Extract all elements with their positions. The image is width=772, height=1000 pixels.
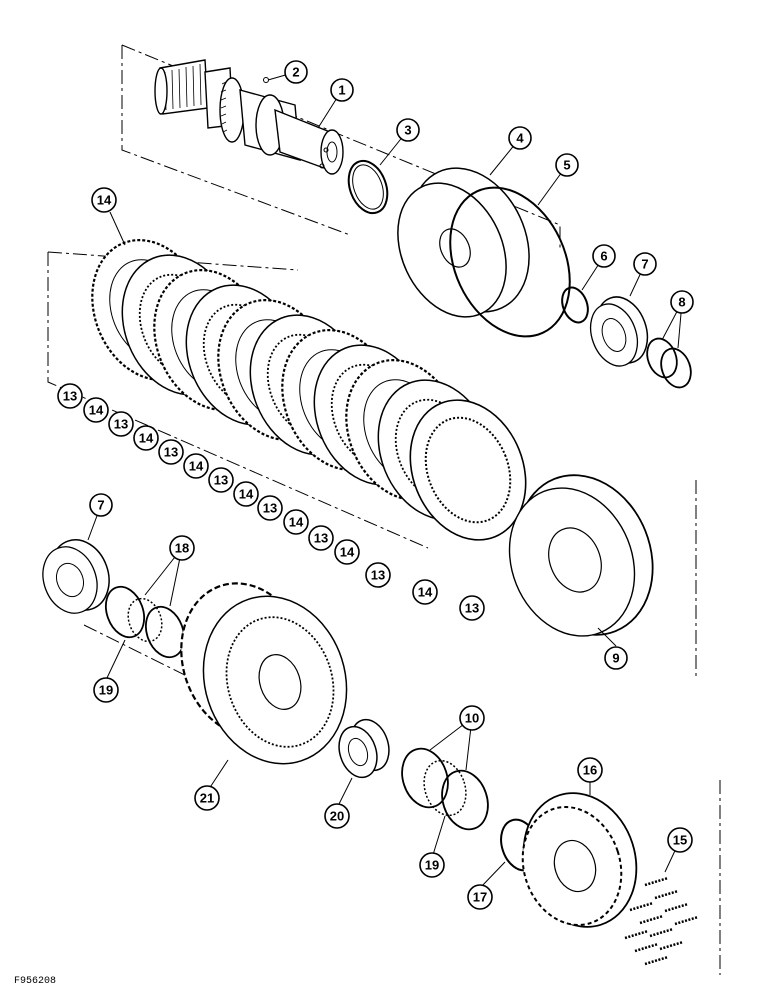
clutch-disc-pack xyxy=(91,239,527,541)
callout-13: 13 xyxy=(108,411,134,437)
callout-label: 13 xyxy=(63,389,77,404)
callout-label: 20 xyxy=(330,809,344,824)
callout-label: 14 xyxy=(239,487,254,502)
callout-label: 3 xyxy=(404,123,411,138)
callout-13: 13 xyxy=(257,495,283,521)
piston-part xyxy=(397,167,530,318)
callout-13: 13 xyxy=(158,439,184,465)
figure-code: F956208 xyxy=(14,976,57,987)
springs-part xyxy=(624,876,699,966)
callout-2: 2 xyxy=(284,60,308,84)
callout-label: 13 xyxy=(314,531,328,546)
callout-14: 14 xyxy=(183,453,209,479)
callout-7-lower: 7 xyxy=(89,493,113,517)
callout-19-right: 19 xyxy=(419,852,445,878)
callout-13: 13 xyxy=(459,595,485,621)
callout-9: 9 xyxy=(604,646,628,670)
callout-label: 2 xyxy=(292,65,299,80)
callout-label: 8 xyxy=(678,295,685,310)
callout-label: 14 xyxy=(97,193,112,208)
callout-1: 1 xyxy=(330,78,354,102)
callout-14: 14 xyxy=(83,397,109,423)
callout-label: 21 xyxy=(200,791,214,806)
callout-label: 6 xyxy=(600,249,607,264)
callout-14-top: 14 xyxy=(91,187,117,213)
callout-label: 13 xyxy=(214,473,228,488)
callouts: 1 2 3 4 5 6 7 8 14 13 14 13 14 13 14 13 … xyxy=(57,60,694,910)
callout-13: 13 xyxy=(208,467,234,493)
shaft-part xyxy=(154,59,344,175)
callout-label: 13 xyxy=(263,501,277,516)
callout-14: 14 xyxy=(412,579,438,605)
callout-label: 14 xyxy=(189,459,204,474)
callout-label: 19 xyxy=(99,683,113,698)
callout-label: 15 xyxy=(673,833,687,848)
callout-label: 7 xyxy=(641,257,648,272)
callout-8: 8 xyxy=(670,290,694,314)
snap-ring-part xyxy=(347,159,389,215)
callout-label: 19 xyxy=(425,858,439,873)
callout-label: 4 xyxy=(516,131,524,146)
callout-14: 14 xyxy=(233,481,259,507)
bearing-group-bottom xyxy=(42,539,186,659)
callout-label: 13 xyxy=(465,601,479,616)
callout-21: 21 xyxy=(194,785,220,811)
callout-label: 17 xyxy=(473,890,487,905)
callout-label: 14 xyxy=(340,545,355,560)
callout-label: 14 xyxy=(289,515,304,530)
callout-13: 13 xyxy=(57,383,83,409)
callout-13: 13 xyxy=(308,525,334,551)
callout-14: 14 xyxy=(283,509,309,535)
callout-14: 14 xyxy=(133,425,159,451)
thrust-bearing-group xyxy=(401,747,489,831)
callout-label: 13 xyxy=(114,417,128,432)
bearing-group-top xyxy=(561,286,692,389)
callout-label: 18 xyxy=(175,541,189,556)
callout-label: 14 xyxy=(139,431,154,446)
callout-20: 20 xyxy=(324,803,350,829)
callout-7-upper: 7 xyxy=(633,252,657,276)
callout-16: 16 xyxy=(577,757,603,783)
callout-3: 3 xyxy=(396,118,420,142)
callout-label: 14 xyxy=(418,585,433,600)
callout-label: 7 xyxy=(97,498,104,513)
callout-label: 5 xyxy=(563,158,570,173)
callout-10: 10 xyxy=(459,705,485,731)
carrier-part xyxy=(521,792,638,928)
callout-19-left: 19 xyxy=(93,677,119,703)
callout-6: 6 xyxy=(592,244,616,268)
callout-5: 5 xyxy=(555,153,579,177)
callout-13: 13 xyxy=(365,562,391,588)
callout-label: 9 xyxy=(612,651,619,666)
callout-18: 18 xyxy=(169,535,195,561)
callout-label: 1 xyxy=(338,83,345,98)
callout-label: 10 xyxy=(465,711,479,726)
needle-bearing-part xyxy=(338,718,390,779)
callout-4: 4 xyxy=(508,126,532,150)
callout-17: 17 xyxy=(467,884,493,910)
callout-label: 13 xyxy=(371,568,385,583)
callout-label: 16 xyxy=(583,763,597,778)
callout-label: 13 xyxy=(164,445,178,460)
callout-label: 14 xyxy=(89,403,104,418)
seal-ring-part xyxy=(449,186,571,338)
ring-gear-part xyxy=(180,582,348,765)
callout-14: 14 xyxy=(334,539,360,565)
clutch-housing-part xyxy=(508,474,654,637)
callout-15: 15 xyxy=(667,827,693,853)
